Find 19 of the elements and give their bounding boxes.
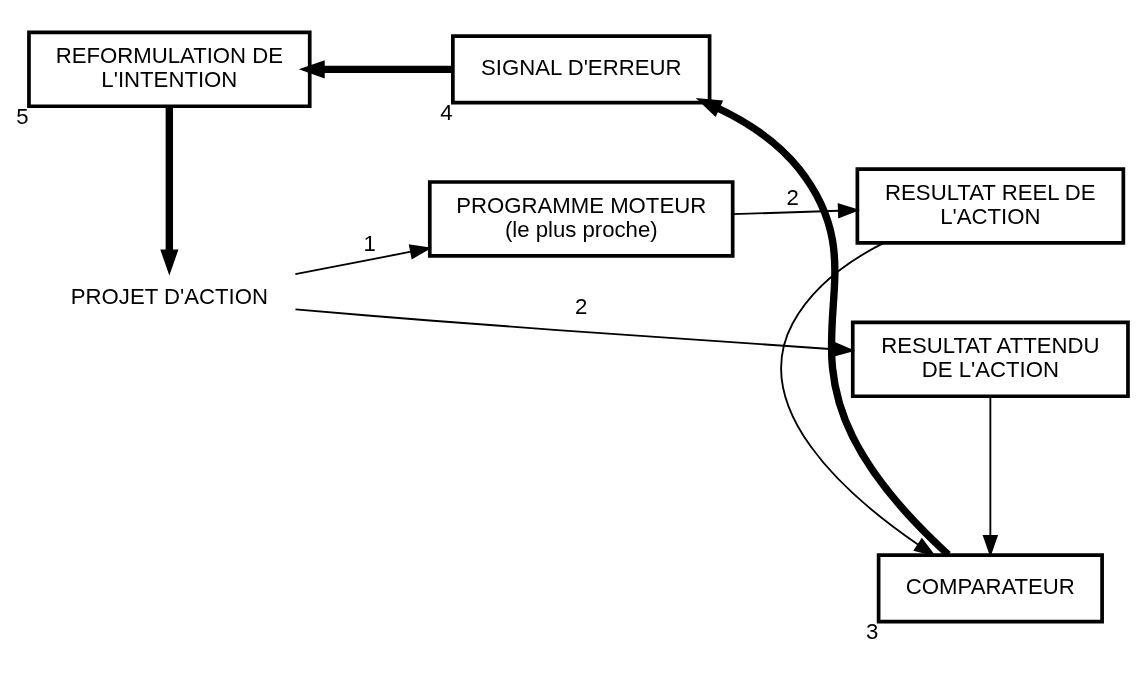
arrow bbox=[731, 203, 861, 219]
arrow bbox=[695, 98, 951, 558]
edge-label: 1 bbox=[363, 231, 376, 257]
node-box: COMPARATEUR bbox=[876, 553, 1104, 624]
arrow bbox=[298, 60, 453, 79]
node-label: 4 bbox=[440, 100, 453, 126]
arrow bbox=[780, 242, 936, 557]
arrow bbox=[294, 244, 432, 276]
node-box: SIGNAL D'ERREUR bbox=[451, 34, 712, 105]
node-box: RESULTAT REEL DE L'ACTION bbox=[855, 167, 1126, 245]
edge-label: 2 bbox=[786, 185, 799, 211]
node-box: PROGRAMME MOTEUR (le plus proche) bbox=[427, 180, 735, 258]
node-box: REFORMULATION DE L'INTENTION bbox=[27, 30, 312, 109]
node-label: 3 bbox=[865, 619, 879, 645]
arrow bbox=[160, 106, 179, 276]
node-text: PROJET D'ACTION bbox=[70, 284, 268, 310]
node-label: 5 bbox=[16, 104, 29, 129]
node-box: RESULTAT ATTENDU DE L'ACTION bbox=[850, 320, 1130, 399]
edge-label: 2 bbox=[575, 294, 588, 320]
